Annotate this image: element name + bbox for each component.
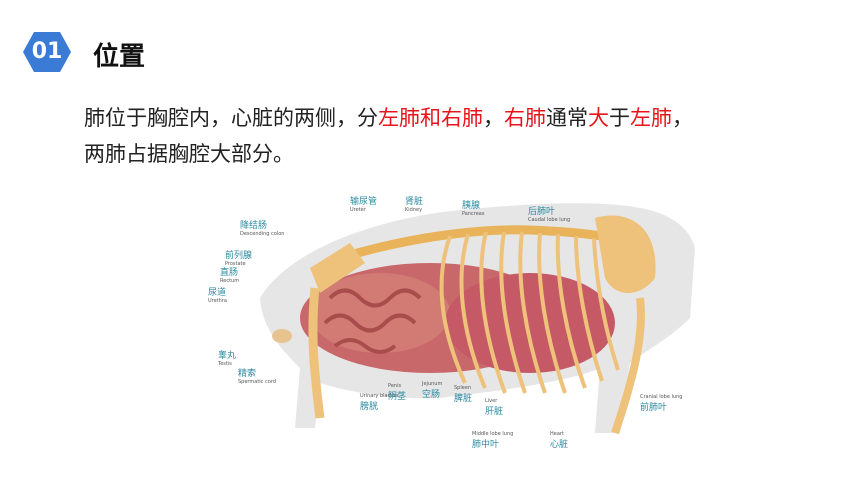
text-segment: ， (672, 106, 693, 130)
intro-paragraph: 肺位于胸腔内，心脏的两侧，分左肺和右肺，右肺通常大于左肺， 两肺占据胸腔大部分。 (84, 100, 824, 172)
paragraph-line-2: 两肺占据胸腔大部分。 (84, 142, 294, 166)
section-number-badge: 01 (22, 30, 72, 74)
highlight-larger: 大 (588, 106, 609, 130)
highlight-right-lung: 右肺 (504, 106, 546, 130)
text-segment: 于 (609, 106, 630, 130)
text-segment: 肺位于胸腔内，心脏的两侧，分 (84, 106, 378, 130)
text-segment: 通常 (546, 106, 588, 130)
page-title: 位置 (93, 42, 146, 72)
highlight-left-right-lung: 左肺和右肺 (378, 106, 483, 130)
paragraph-line-1: 肺位于胸腔内，心脏的两侧，分左肺和右肺，右肺通常大于左肺， (84, 100, 824, 136)
section-number: 01 (31, 39, 63, 64)
hexagon-badge-icon (23, 32, 71, 72)
dog-anatomy-illustration (260, 203, 695, 435)
text-segment: ， (483, 106, 504, 130)
highlight-left-lung: 左肺 (630, 106, 672, 130)
